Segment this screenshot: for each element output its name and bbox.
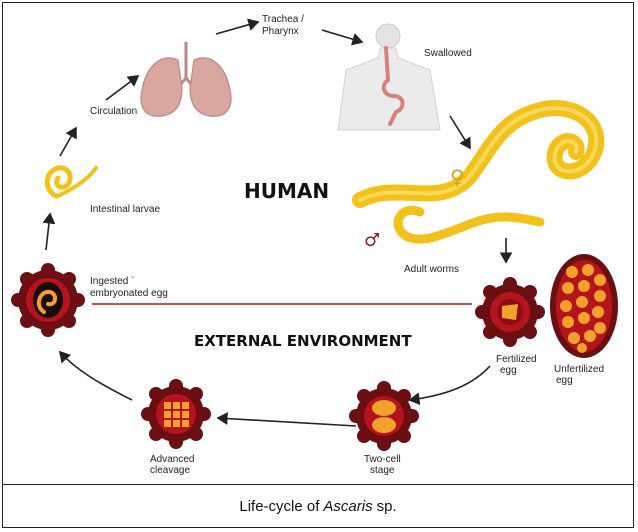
arrow-swallowed-to-worms <box>449 115 471 150</box>
label-unfertilized-egg: egg <box>556 375 573 386</box>
two-cell-egg-icon <box>349 381 419 451</box>
label-fertilized-egg: egg <box>500 365 517 376</box>
label-circulation: Circulation <box>90 106 137 117</box>
embryonated-egg-icon <box>11 263 85 337</box>
label-external-environment: EXTERNAL ENVIRONMENT <box>194 332 412 350</box>
arrow-advanced-to-ingested <box>58 350 133 401</box>
life-cycle-diagram: Trachea / Pharynx Swallowed Circulation … <box>11 14 618 476</box>
advanced-cleavage-egg-icon <box>141 379 211 449</box>
label-ingested: Ingested ` <box>90 275 134 287</box>
label-fertilized: Fertilized <box>496 354 537 365</box>
label-cleavage: cleavage <box>150 465 190 476</box>
arrow-twocell-to-advanced <box>216 412 357 427</box>
diagram-frame <box>2 2 634 528</box>
female-worm-icon <box>352 100 605 208</box>
caption-genus: Ascaris <box>323 498 373 515</box>
male-symbol: ♂ <box>364 230 380 251</box>
label-unfertilized: Unfertilized <box>554 364 604 375</box>
arrow-trachea-to-swallowed <box>321 29 364 46</box>
fertilized-egg-icon <box>475 277 545 347</box>
label-intestinal-larvae: Intestinal larvae <box>90 204 160 215</box>
label-advanced: Advanced <box>150 454 194 465</box>
label-embryonated-egg: embryonated egg <box>90 288 168 299</box>
arrow-larvae-to-circulation <box>59 126 77 157</box>
figure-caption: Life-cycle of Ascaris sp. <box>2 484 634 528</box>
cycle-arrows <box>42 18 513 427</box>
arrow-circulation-to-lungs <box>105 75 140 101</box>
label-human: HUMAN <box>244 179 329 203</box>
label-swallowed: Swallowed <box>424 48 472 59</box>
arrow-egg-to-larvae <box>42 212 56 251</box>
caption-suffix: sp. <box>376 498 397 515</box>
label-adult-worms: Adult worms <box>404 264 459 275</box>
label-two-cell: Two-cell <box>364 454 401 465</box>
caption-prefix: Life-cycle of <box>239 498 320 515</box>
lungs-icon <box>140 42 232 117</box>
unfertilized-egg-icon <box>550 254 618 358</box>
larva-icon <box>44 165 98 199</box>
human-body-icon <box>337 23 441 131</box>
label-stage: stage <box>370 465 395 476</box>
label-trachea: Trachea / <box>262 14 304 25</box>
female-symbol: ♀ <box>450 165 465 189</box>
arrow-lungs-to-trachea <box>215 18 260 35</box>
arrow-fertilized-to-twocell <box>408 365 491 406</box>
label-pharynx: Pharynx <box>262 26 299 37</box>
male-worm-icon <box>393 205 545 244</box>
